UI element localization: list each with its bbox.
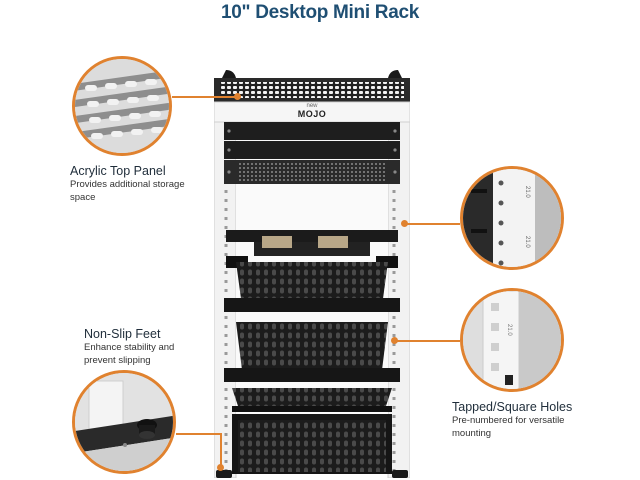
leader-dot-rail-upper <box>401 220 408 227</box>
leader-line-top-panel <box>172 96 238 98</box>
callout-circle-rail-tapped <box>460 166 564 270</box>
leader-dot-feet <box>217 464 224 471</box>
logo-name: MOJO <box>297 109 327 119</box>
rail-marking-3: 21.0 <box>506 324 512 336</box>
callout-feet-title: Non-Slip Feet <box>84 327 161 341</box>
rack-logo: new MOJO <box>294 102 330 119</box>
leader-dot-top-panel <box>234 93 241 100</box>
callout-holes-desc-1: Pre-numbered for versatile <box>452 415 565 426</box>
callout-holes-title: Tapped/Square Holes <box>452 400 573 414</box>
mini-rack-image <box>214 70 410 478</box>
rail-marking-2: 21.0 <box>524 236 530 248</box>
logo-small-text: new <box>306 103 318 109</box>
callout-feet-desc-1: Enhance stability and <box>84 342 175 353</box>
callout-top-panel-desc-1: Provides additional storage <box>70 179 185 190</box>
callout-top-panel-title: Acrylic Top Panel <box>70 164 166 178</box>
leader-line-rail-lower <box>394 340 460 342</box>
callout-feet: Non-Slip Feet Enhance stability and prev… <box>84 327 214 367</box>
page-title: 10" Desktop Mini Rack <box>220 2 420 23</box>
leader-line-feet <box>176 433 222 435</box>
callout-holes: Tapped/Square Holes Pre-numbered for ver… <box>452 400 602 440</box>
leader-line-rail-upper <box>404 223 460 225</box>
callout-circle-top-panel <box>72 56 172 156</box>
rail-marking-1: 21.0 <box>524 186 530 198</box>
callout-circle-rail-square <box>460 288 564 392</box>
leader-dot-rail-lower <box>391 337 398 344</box>
callout-holes-desc-2: mounting <box>452 428 492 439</box>
callout-top-panel-desc-2: space <box>70 192 96 203</box>
callout-feet-desc-2: prevent slipping <box>84 355 151 366</box>
callout-circle-feet <box>72 370 176 474</box>
callout-top-panel: Acrylic Top Panel Provides additional st… <box>70 164 210 204</box>
leader-line-feet-vertical <box>220 433 222 467</box>
